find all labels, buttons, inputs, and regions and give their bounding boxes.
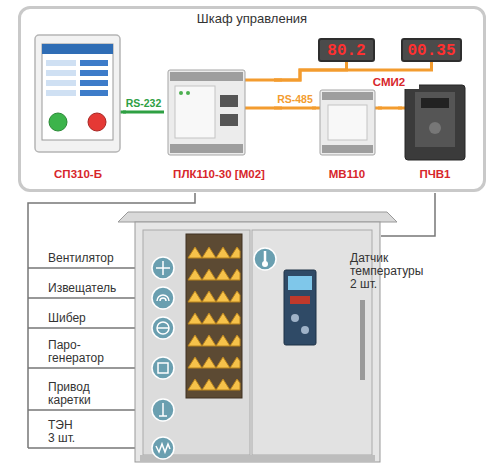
panel-screen xyxy=(42,44,113,140)
door-handle xyxy=(360,300,365,380)
device-label: СП310-Б xyxy=(53,167,103,181)
tray xyxy=(188,313,240,324)
tray xyxy=(188,357,240,368)
converter-face xyxy=(415,92,455,147)
part-label: Вентилятор xyxy=(48,252,148,265)
panel-indicator xyxy=(290,296,310,304)
heater-symbol xyxy=(156,444,170,452)
plc-led xyxy=(186,91,190,95)
panel-knob xyxy=(291,314,299,322)
fan-icon xyxy=(152,257,174,279)
panel-body xyxy=(35,35,120,152)
damper-symbol xyxy=(157,322,169,334)
display-value: 80.2 xyxy=(327,40,365,60)
oven-body xyxy=(135,222,380,462)
plc-body xyxy=(168,70,245,155)
led-display: 80.2 xyxy=(318,38,375,62)
converter-display xyxy=(421,98,449,108)
oven-window xyxy=(186,234,242,398)
screen-button xyxy=(80,60,108,66)
oven-base xyxy=(140,455,375,462)
plc-port xyxy=(220,114,238,126)
tray xyxy=(188,269,240,280)
io-module: МВ110 xyxy=(316,86,378,183)
control-panel xyxy=(284,270,316,345)
plc-led xyxy=(179,91,183,95)
plc-controller: ПЛК110-30 [М02] xyxy=(164,66,274,183)
touch-panel: СП310-Б xyxy=(33,33,123,183)
tray xyxy=(188,247,240,258)
frequency-converter: ПЧВ1 xyxy=(402,82,468,183)
bus-line xyxy=(123,111,164,114)
thermometer-symbol xyxy=(262,261,268,267)
part-label: Шибер xyxy=(48,312,148,325)
panel-knob xyxy=(301,326,309,334)
drive-symbol xyxy=(159,403,167,416)
bus-line xyxy=(378,107,402,110)
device-label: ПЛК110-30 [М02] xyxy=(172,167,266,181)
steam-symbol xyxy=(158,363,168,373)
panel-display xyxy=(288,276,312,290)
device-label: СМИ2 xyxy=(359,75,419,89)
module-body xyxy=(320,90,375,155)
plc-face xyxy=(175,86,215,138)
detector-symbol xyxy=(157,295,169,301)
oven-door xyxy=(143,230,250,455)
start-button xyxy=(49,113,67,131)
part-label: Извещатель xyxy=(48,282,148,295)
thermometer-icon xyxy=(254,248,276,270)
screen-button xyxy=(80,70,108,76)
screen-button xyxy=(80,80,108,86)
cabinet-title: Шкаф управления xyxy=(21,9,483,27)
detector-icon xyxy=(152,287,174,309)
screen-row xyxy=(46,60,76,66)
bus-label: RS-232 xyxy=(125,97,163,109)
thermometer-symbol xyxy=(264,251,267,262)
damper-icon xyxy=(152,317,174,339)
control-cabinet: СП310-Б ПЛК110-30 [М02] 80.2 00.35МВ110 ПЧВ1… xyxy=(18,6,486,192)
bus-line xyxy=(274,107,316,110)
led-display: 00.35 xyxy=(401,38,461,62)
bus-label: RS-485 xyxy=(276,93,314,105)
sensor-label: Датчик температуры 2 шт. xyxy=(350,252,432,291)
screen-row xyxy=(46,80,76,86)
tray xyxy=(188,291,240,302)
tray xyxy=(188,379,240,390)
heater-icon xyxy=(152,437,174,459)
terminal-strip xyxy=(322,92,373,100)
terminal-strip xyxy=(170,144,243,153)
part-label: Привод каретки xyxy=(48,381,118,407)
module-face xyxy=(328,105,367,140)
part-label: ТЭН 3 шт. xyxy=(48,419,80,445)
device-label: ПЧВ1 xyxy=(418,167,451,181)
oven-roof xyxy=(118,212,397,222)
tray xyxy=(188,335,240,346)
fan-symbol xyxy=(156,261,170,275)
screen-bar xyxy=(42,44,113,54)
stop-button xyxy=(88,113,106,131)
damper-symbol xyxy=(157,327,169,329)
terminal-strip xyxy=(322,145,373,153)
part-label: Паро- генератор xyxy=(48,339,118,365)
screen-row xyxy=(46,70,76,76)
leader-lines xyxy=(28,268,151,448)
terminal-strip xyxy=(170,72,243,81)
screen-row xyxy=(46,90,76,96)
device-label: МВ110 xyxy=(328,167,366,181)
display-value: 00.35 xyxy=(407,40,455,60)
drive-icon xyxy=(152,399,174,421)
converter-body xyxy=(405,85,465,160)
plc-port xyxy=(220,95,238,107)
converter-knob xyxy=(429,122,441,134)
screen-button xyxy=(80,90,108,96)
steam-icon xyxy=(152,357,174,379)
